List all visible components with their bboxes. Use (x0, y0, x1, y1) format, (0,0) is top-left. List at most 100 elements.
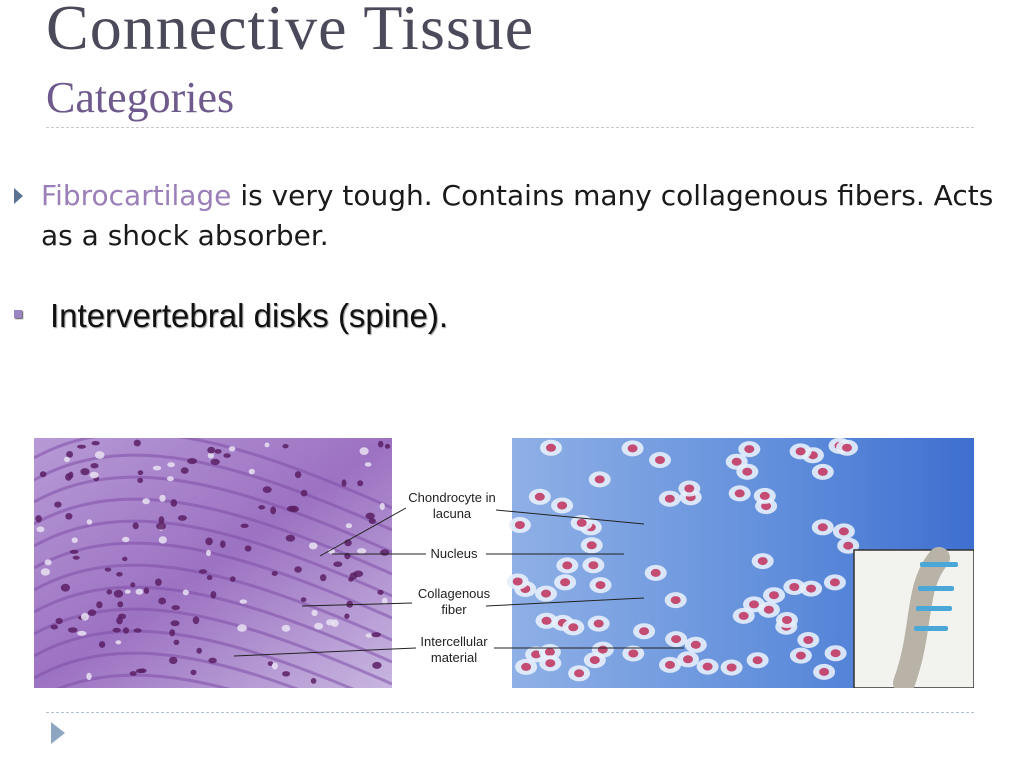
bullet-intervertebral: Intervertebral disks (spine). (14, 294, 448, 338)
cell-nucleus (116, 572, 123, 577)
cell-nucleus (198, 569, 208, 574)
chondrocyte-nucleus (568, 623, 579, 632)
cell-nucleus (365, 512, 375, 520)
sub-bullet-text: Intervertebral disks (spine). (50, 297, 448, 334)
chondrocyte-nucleus (576, 518, 587, 527)
chondrocyte-nucleus (521, 662, 532, 671)
cell-nucleus (281, 624, 291, 632)
chondrocyte-nucleus (546, 443, 556, 452)
cell-nucleus (122, 556, 128, 562)
chondrocyte-nucleus (594, 475, 605, 484)
collagen-fiber (34, 519, 393, 598)
cell-nucleus (91, 441, 100, 446)
cell-nucleus (230, 576, 236, 582)
cell-nucleus (115, 640, 122, 645)
collagen-fiber (34, 453, 393, 532)
cell-nucleus (94, 451, 105, 459)
chondrocyte-nucleus (541, 616, 552, 625)
chondrocyte-nucleus (782, 616, 792, 624)
chondrocyte-nucleus (702, 662, 713, 671)
triangle-bullet-icon (14, 188, 23, 204)
chondrocyte-nucleus (588, 561, 599, 570)
cell-nucleus (72, 555, 80, 560)
collagen-fiber (34, 629, 355, 688)
chondrocyte-nucleus (842, 443, 852, 452)
cell-nucleus (104, 567, 112, 572)
cell-nucleus (345, 523, 352, 529)
chondrocyte-nucleus (838, 527, 849, 536)
cell-nucleus (271, 571, 278, 576)
label-chondrocyte-line2: lacuna (433, 506, 472, 521)
cell-nucleus (64, 456, 70, 462)
square-bullet-icon (14, 310, 22, 318)
right-cells (506, 438, 860, 682)
chondrocyte-nucleus (744, 445, 755, 454)
chondrocyte-nucleus (560, 578, 571, 587)
cell-nucleus (80, 468, 90, 476)
cell-nucleus (344, 613, 350, 619)
cell-nucleus (237, 624, 247, 632)
chondrocyte-nucleus (830, 649, 841, 658)
chondrocyte-nucleus (557, 501, 568, 510)
cell-nucleus (300, 597, 307, 603)
next-slide-arrow-icon[interactable] (51, 722, 65, 744)
cell-nucleus (207, 452, 215, 459)
cell-nucleus (124, 589, 131, 594)
chondrocyte-nucleus (817, 523, 828, 532)
chondrocyte-nucleus (545, 659, 556, 668)
chondrocyte-nucleus (531, 650, 542, 659)
slide-subtitle: Categories (46, 73, 235, 122)
cell-nucleus (311, 609, 318, 617)
cell-nucleus (372, 661, 382, 669)
cell-nucleus (248, 468, 255, 475)
cell-nucleus (106, 589, 113, 595)
chondrocyte-nucleus (562, 561, 573, 570)
label-nucleus: Nucleus (431, 546, 478, 561)
chondrocyte-nucleus (665, 660, 675, 669)
cell-nucleus (356, 548, 367, 554)
cell-nucleus (135, 588, 144, 595)
cell-nucleus (380, 549, 390, 556)
cell-nucleus (310, 678, 317, 684)
cell-nucleus (258, 505, 266, 510)
label-chondrocyte-line1: Chondrocyte in (408, 490, 495, 505)
collagen-fiber (34, 563, 393, 642)
chondrocyte-nucleus (752, 656, 763, 665)
cell-nucleus (228, 446, 236, 452)
cell-nucleus (371, 632, 381, 638)
micrograph-figure: Chondrocyte in lacuna Nucleus Collagenou… (34, 438, 974, 688)
cell-nucleus (158, 536, 167, 544)
cell-nucleus (142, 498, 150, 505)
cell-nucleus (285, 534, 296, 542)
chondrocyte-nucleus (655, 456, 665, 464)
chondrocyte-nucleus (671, 635, 682, 644)
chondrocyte-nucleus (627, 444, 638, 453)
cell-nucleus (143, 587, 150, 594)
cell-nucleus (368, 518, 376, 524)
chondrocyte-nucleus (843, 541, 854, 550)
cell-nucleus (294, 566, 302, 573)
chondrocyte-nucleus (769, 591, 779, 600)
chondrocyte-nucleus (795, 651, 806, 660)
cell-nucleus (158, 516, 165, 524)
cell-nucleus (86, 519, 93, 525)
cell-nucleus (55, 617, 63, 625)
cell-nucleus (80, 612, 89, 621)
cell-nucleus (240, 523, 249, 528)
cell-nucleus (77, 630, 87, 636)
collagen-fiber (34, 475, 393, 554)
bullet-text: is very tough. Contains many collagenous… (41, 179, 994, 252)
left-cells (35, 439, 391, 684)
cell-nucleus (170, 620, 180, 627)
cell-nucleus (378, 440, 384, 448)
cell-nucleus (239, 599, 247, 604)
label-intercellular-line2: material (431, 650, 477, 665)
chondrocyte-nucleus (749, 600, 759, 609)
chondrocyte-nucleus (738, 611, 749, 620)
chondrocyte-nucleus (761, 502, 772, 511)
cell-nucleus (177, 515, 187, 521)
chondrocyte-nucleus (684, 484, 695, 493)
cell-nucleus (294, 471, 302, 479)
cell-nucleus (135, 668, 145, 674)
cell-nucleus (65, 513, 73, 520)
